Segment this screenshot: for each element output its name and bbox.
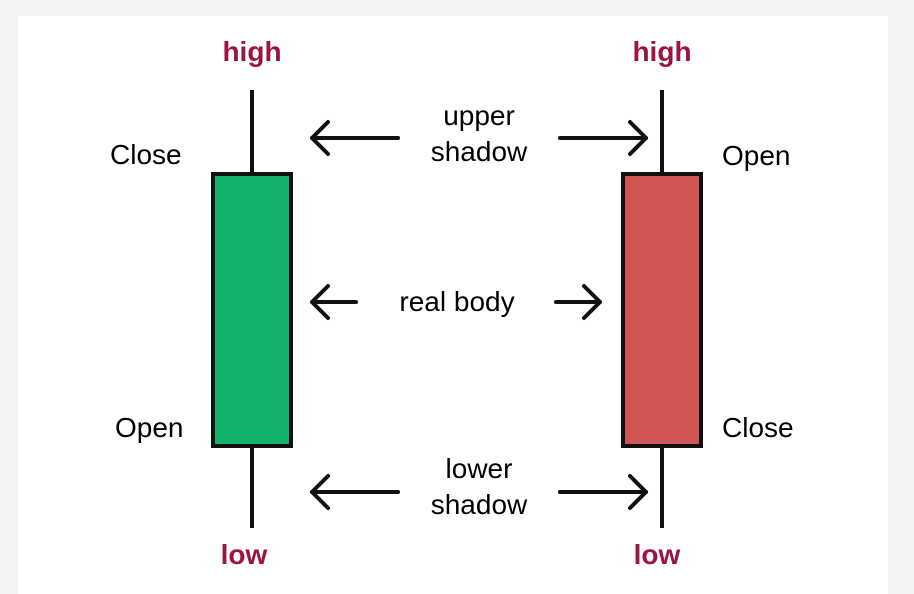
bearish-low-label: low <box>633 539 681 570</box>
lower-shadow-label: lower shadow <box>379 451 579 523</box>
lower-shadow-label-line1: lower <box>445 453 513 484</box>
diagram-background <box>18 16 888 594</box>
upper-shadow-label-line1: upper <box>443 100 515 131</box>
real-body-label: real body <box>399 286 515 317</box>
upper-shadow-right-arrow <box>558 120 648 156</box>
real-body-left-arrow <box>310 284 358 320</box>
bullish-low-label: low <box>220 539 268 570</box>
bearish-close-label: Close <box>722 412 794 443</box>
upper-shadow-label-line2: shadow <box>430 136 528 167</box>
lower-shadow-right-arrow <box>558 474 648 510</box>
bearish-high-label: high <box>632 36 692 67</box>
bullish-close-label: Close <box>110 139 182 170</box>
real-body-right-arrow <box>554 284 602 320</box>
lower-shadow-left-arrow <box>310 474 400 510</box>
bullish-real-body <box>211 172 293 448</box>
bearish-open-label: Open <box>722 140 791 171</box>
bullish-high-label: high <box>222 36 282 67</box>
lower-shadow-label-line2: shadow <box>430 489 528 520</box>
bullish-open-label: Open <box>115 412 184 443</box>
bearish-real-body <box>621 172 703 448</box>
upper-shadow-left-arrow <box>310 120 400 156</box>
upper-shadow-label: upper shadow <box>379 98 579 170</box>
